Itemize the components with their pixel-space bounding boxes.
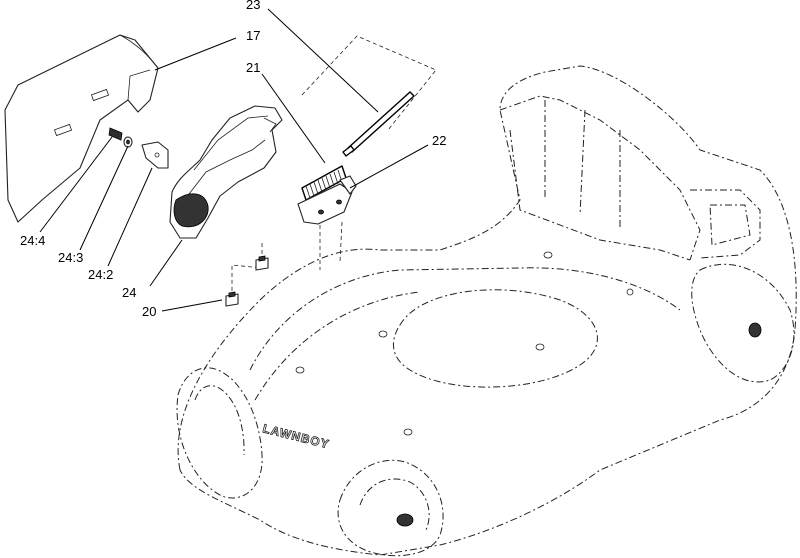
callout-24-2: 24:2 — [88, 267, 113, 282]
leader-22 — [349, 144, 429, 189]
hinge-rod-part-23 — [342, 91, 415, 157]
rear-right-wheel — [691, 263, 795, 383]
callout-20: 20 — [142, 304, 156, 319]
leader-24 — [149, 239, 183, 287]
callout-17: 17 — [246, 28, 260, 43]
rear-deflector-part-17 — [4, 34, 159, 223]
callout-24: 24 — [122, 285, 136, 300]
front-left-wheel — [176, 367, 263, 499]
leader-lines — [39, 8, 429, 312]
hinge-bracket-part-22 — [297, 175, 357, 225]
front-right-wheel — [337, 459, 444, 557]
leader-24-4 — [39, 136, 113, 233]
bolt-part-20 — [225, 291, 239, 307]
leader-24-2 — [107, 167, 153, 267]
deck-brand-label: LAWNBOY — [261, 421, 331, 451]
discharge-door-part-24 — [169, 105, 283, 239]
leader-17 — [154, 37, 237, 71]
callout-23: 23 — [246, 0, 260, 12]
leader-21 — [261, 73, 326, 164]
bracket-part-24-2 — [141, 141, 169, 169]
callout-22: 22 — [432, 133, 446, 148]
callout-24-4: 24:4 — [20, 233, 45, 248]
assembly-reference-plane — [231, 35, 437, 300]
callout-24-3: 24:3 — [58, 250, 83, 265]
bolt-part-20-b — [255, 255, 269, 271]
leader-20 — [161, 299, 223, 312]
callout-21: 21 — [246, 60, 260, 75]
callout-labels: 23 17 21 22 24:4 24:3 24:2 24 20 — [20, 0, 446, 319]
washer-part-24-3 — [123, 136, 133, 148]
mower-deck: LAWNBOY — [176, 65, 797, 557]
screw-part-24-4 — [108, 127, 123, 141]
leader-23 — [267, 8, 379, 113]
leader-24-3 — [79, 145, 129, 251]
